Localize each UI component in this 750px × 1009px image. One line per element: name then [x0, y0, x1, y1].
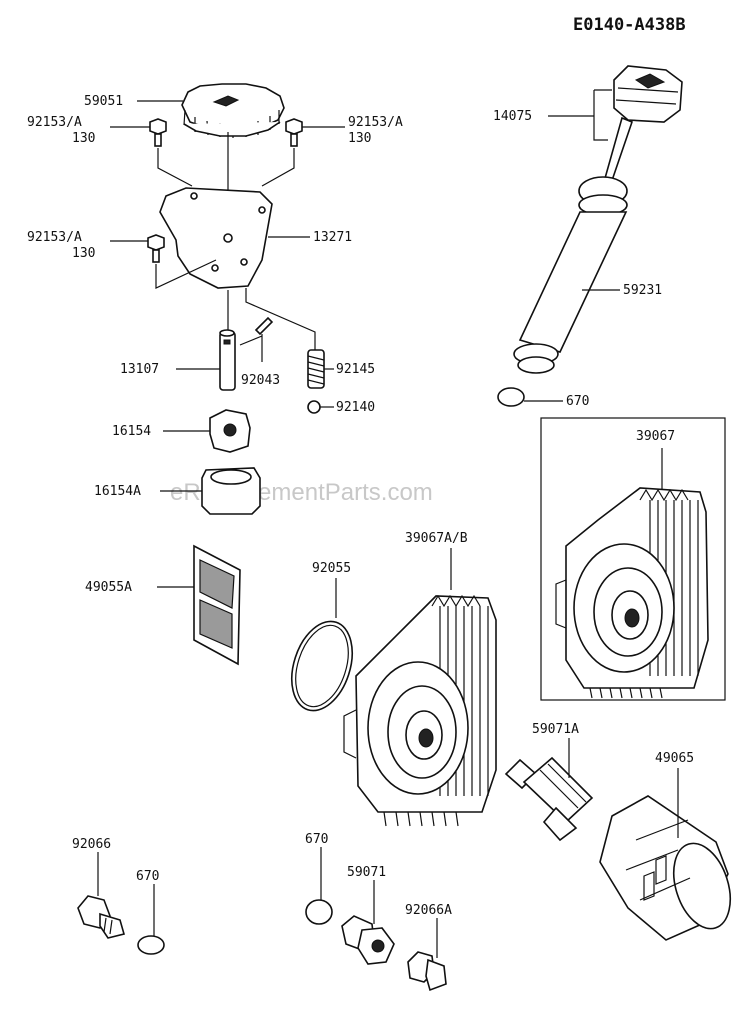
label-14075[interactable]: 14075 — [493, 109, 532, 124]
guide-line — [261, 148, 295, 187]
guide-line — [157, 148, 193, 187]
inner-rotor[interactable] — [209, 409, 251, 453]
fitting-59071[interactable] — [341, 915, 395, 965]
bolt-92153a-left[interactable] — [149, 118, 167, 147]
label-39067ab[interactable]: 39067A/B — [405, 531, 468, 546]
bolt-92153a-lower[interactable] — [147, 234, 165, 263]
label-92145[interactable]: 92145 — [336, 362, 375, 377]
label-92055[interactable]: 92055 — [312, 561, 351, 576]
o-ring[interactable] — [305, 899, 333, 925]
label-130-3[interactable]: 130 — [72, 246, 95, 261]
relief-ball[interactable] — [307, 400, 321, 414]
label-49055a[interactable]: 49055A — [85, 580, 132, 595]
guide-line — [245, 288, 316, 350]
label-92140[interactable]: 92140 — [336, 400, 375, 415]
label-59051[interactable]: 59051 — [84, 94, 123, 109]
diagram-code: E0140-A438B — [573, 15, 686, 35]
oil-screen[interactable] — [193, 544, 241, 666]
bolt-92153a-right[interactable] — [285, 118, 303, 147]
oil-filter[interactable] — [599, 795, 740, 941]
label-670-3[interactable]: 670 — [305, 832, 328, 847]
pump-cover-plate[interactable] — [159, 187, 273, 289]
gasket-o-ring[interactable] — [281, 614, 363, 719]
drain-plug[interactable] — [77, 895, 125, 939]
pin[interactable] — [254, 316, 274, 336]
leader-14075 — [548, 89, 612, 141]
guide-line — [155, 259, 217, 289]
leader-92043 — [239, 334, 263, 362]
o-ring[interactable] — [137, 935, 165, 955]
pump-shaft[interactable] — [219, 329, 236, 391]
label-92066a[interactable]: 92066A — [405, 903, 452, 918]
outer-rotor[interactable] — [201, 467, 261, 515]
oil-cooler[interactable] — [555, 487, 709, 699]
label-130-1[interactable]: 130 — [72, 131, 95, 146]
label-49065[interactable]: 49065 — [655, 751, 694, 766]
label-92066[interactable]: 92066 — [72, 837, 111, 852]
oil-pump-gear[interactable] — [181, 83, 285, 138]
relief-spring[interactable] — [307, 349, 325, 389]
label-92153a-2[interactable]: 92153/A — [348, 115, 403, 130]
oil-filler-tube[interactable] — [513, 176, 628, 374]
o-ring[interactable] — [497, 387, 525, 407]
label-13271[interactable]: 13271 — [313, 230, 352, 245]
label-92153a-3[interactable]: 92153/A — [27, 230, 82, 245]
label-92043[interactable]: 92043 — [241, 373, 280, 388]
label-39067[interactable]: 39067 — [636, 429, 675, 444]
label-16154a[interactable]: 16154A — [94, 484, 141, 499]
oil-cooler-ab[interactable] — [343, 594, 497, 827]
label-130-2[interactable]: 130 — [348, 131, 371, 146]
fitting-59071a[interactable] — [504, 756, 594, 842]
label-59231[interactable]: 59231 — [623, 283, 662, 298]
label-16154[interactable]: 16154 — [112, 424, 151, 439]
label-92153a-1[interactable]: 92153/A — [27, 115, 82, 130]
label-13107[interactable]: 13107 — [120, 362, 159, 377]
label-670-1[interactable]: 670 — [566, 394, 589, 409]
label-59071[interactable]: 59071 — [347, 865, 386, 880]
label-59071a[interactable]: 59071A — [532, 722, 579, 737]
assembly-box — [540, 417, 726, 701]
label-670-2[interactable]: 670 — [136, 869, 159, 884]
plug-92066a[interactable] — [407, 951, 447, 992]
